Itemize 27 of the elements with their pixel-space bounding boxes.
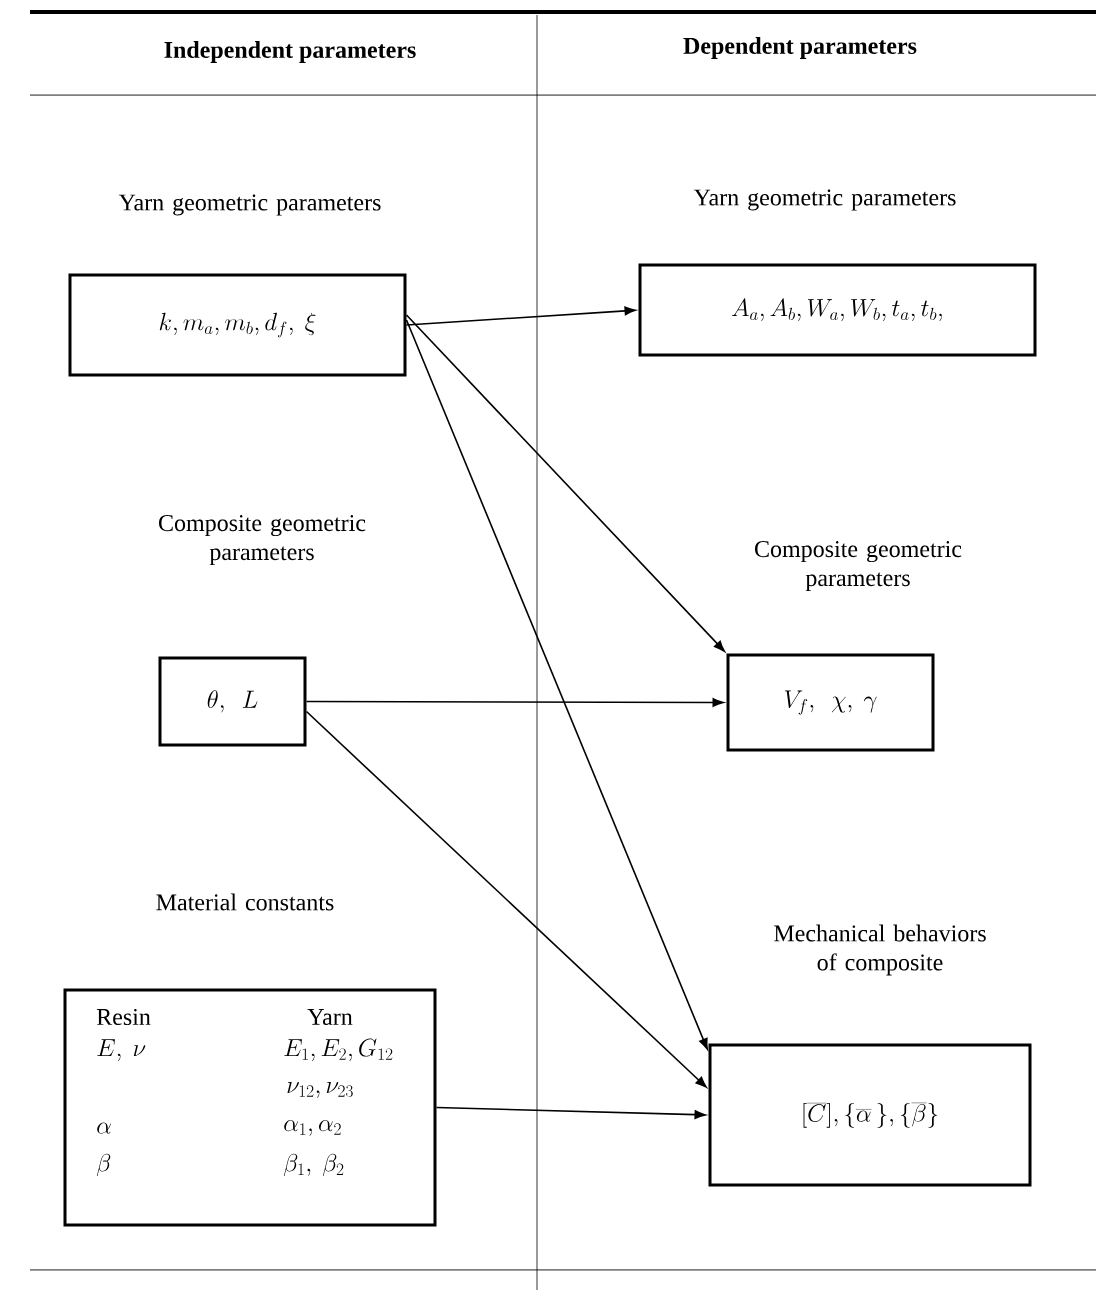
arrow	[305, 710, 707, 1088]
formula: $\beta_1,\ \beta_2$	[283, 1153, 344, 1177]
column-title: Dependent parameters	[683, 37, 917, 59]
formula: $E,\ \nu$	[97, 1039, 146, 1061]
formula: $\nu_{12}, \nu_{23}$	[287, 1082, 353, 1098]
formula: $\beta$	[96, 1153, 111, 1177]
box-heading: Yarn geometric parameters	[693, 189, 956, 211]
formula: $E_1, E_2, G_{12}$	[284, 1038, 393, 1061]
arrow	[405, 319, 708, 1050]
formula: $V_f,\ \ \chi,\ \gamma$	[784, 690, 877, 715]
box-heading: Composite geometric parameters	[755, 541, 962, 591]
arrow	[405, 306, 636, 326]
formula: $\alpha$	[97, 1122, 111, 1134]
formula: $[\overline{C}],\{\overline{\alpha}\,\},\{\overline{\beta}\}$	[803, 1102, 938, 1128]
column-heading: Resin	[96, 1008, 151, 1026]
formula: $\alpha_1, \alpha_2$	[284, 1120, 341, 1136]
box-heading: Yarn geometric parameters	[118, 194, 381, 216]
formula: $\theta,\ \ L$	[207, 690, 258, 713]
column-heading: Yarn	[307, 1009, 353, 1025]
arrow	[435, 1106, 706, 1120]
formula: $k, m_a, m_b, d_f,\ \xi$	[159, 312, 316, 338]
column-title: Independent parameters	[164, 41, 416, 63]
box-heading: Material constants	[156, 893, 334, 911]
formula: $A_a, A_b, W_a, W_b, t_a, t_b,$	[732, 298, 942, 321]
arrow	[405, 314, 725, 652]
box-heading: Composite geometric parameters	[159, 515, 366, 565]
box-heading: Mechanical behaviors of composite	[774, 924, 986, 976]
